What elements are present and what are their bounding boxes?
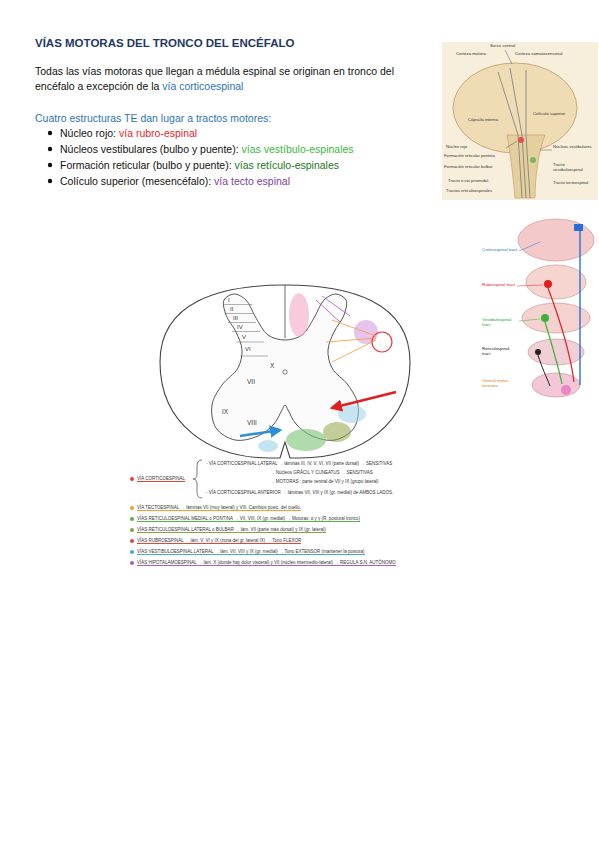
lamina-number: VI (245, 346, 251, 353)
legend-item: VÍAS HIPOTALAMOESPINAL → lám. X (donde h… (130, 560, 396, 566)
page-title: VÍAS MOTORAS DEL TRONCO DEL ENCÉFALO (35, 37, 294, 50)
legend-text: VÍA CORTICOESPINAL (137, 476, 185, 482)
lamina-number: I (228, 297, 230, 304)
figure-label: Surco central (490, 44, 515, 49)
body-text: Núcleo rojo: (60, 127, 116, 139)
legend-text: VÍA TECTOESPINAL → láminas VII (muy late… (137, 505, 301, 511)
body-text: Colículo superior (mesencéfalo): (60, 175, 211, 187)
bullet (48, 163, 52, 167)
body-text: vías vestíbulo-espinales (242, 143, 354, 155)
legend-swatch (130, 550, 134, 554)
tract-label: Rubrospinal tract (482, 282, 516, 287)
lamina-number: II (230, 306, 233, 313)
text-line: Colículo superior (mesencéfalo):vía tect… (60, 174, 430, 189)
legend-text: VÍAS HIPOTALAMOESPINAL → lám. X (donde h… (137, 560, 396, 566)
tracts-figure (517, 219, 594, 397)
body-text: Cuatro estructuras TE dan lugar a tracto… (35, 112, 271, 124)
figure-label: Formación reticular pontina (444, 154, 495, 159)
figure-label: Tracto vestibuloespinal (553, 163, 595, 173)
body-text: vía corticoespinal (162, 80, 243, 92)
tract-label: Reticulospinal tract (482, 346, 518, 356)
legend-text: VÍAS RUBROESPINAL → lám. V, VI y IX (zon… (137, 538, 301, 544)
legend-swatch (130, 477, 134, 481)
text-line: Núcleo rojo:vía rubro-espinal (60, 126, 430, 141)
body-text: vía rubro-espinal (119, 127, 197, 139)
spinal-cord (160, 285, 410, 458)
body-text: Núcleos vestibulares (bulbo y puente): (60, 143, 239, 155)
legend-swatch (130, 517, 134, 521)
legend-text: VÍAS RETICULOESPINAL LATERAL o BULBAR → … (137, 527, 326, 533)
legend-item: VÍAS VESTIBULOESPINAL LATERAL → lám. VII… (130, 549, 365, 555)
note-line: → MOTORAS : parte ventral de VII y IX (g… (270, 479, 378, 484)
figure-label: Corteza somatosensorial (515, 52, 563, 57)
tract-label: Corticospinal tract (482, 247, 518, 252)
figure-label: Formación reticular bulbar (444, 165, 493, 170)
note-line: → Núcleos GRÁCIL Y CUNEATUS → SENSITIVAS (270, 470, 373, 475)
lamina-number: VIII (247, 419, 257, 426)
text-line: Formación reticular (bulbo y puente):vía… (60, 158, 430, 173)
lamina-number: III (233, 315, 238, 322)
lamina-number: V (242, 334, 246, 341)
text-line: Todas las vías motoras que llegan a médu… (35, 64, 425, 94)
legend-item: VÍA CORTICOESPINAL (130, 476, 185, 482)
body-text: vías retículo-espinales (235, 159, 339, 171)
brain-figure (442, 42, 598, 200)
bullet (48, 179, 52, 183)
note-line: - VÍA CORTICOESPINAL LATERAL → láminas I… (206, 461, 392, 466)
lamina-number: IV (237, 324, 243, 331)
figure-label: Tracto o vía piramidal (448, 179, 488, 184)
lamina-number: VII (247, 378, 255, 385)
tract-label: Vestibulospinal tract (482, 317, 518, 327)
figure-label: Cápsula interna (468, 118, 498, 123)
note-line: - VÍA CORTICOESPINAL ANTERIOR → láminas … (206, 490, 393, 495)
legend-swatch (130, 561, 134, 565)
legend-item: VÍAS RUBROESPINAL → lám. V, VI y IX (zon… (130, 538, 301, 544)
text-line: Núcleos vestibulares (bulbo y puente):ví… (60, 142, 430, 157)
legend-swatch (130, 528, 134, 532)
legend-item: VÍA TECTOESPINAL → láminas VII (muy late… (130, 505, 301, 511)
legend-text: VÍAS VESTIBULOESPINAL LATERAL → lám. VII… (137, 549, 365, 555)
lamina-number: IX (222, 408, 228, 415)
lamina-number: X (270, 362, 274, 369)
grey-matter (212, 294, 359, 440)
body-text: vía tecto espinal (214, 175, 290, 187)
figure-label: Tracto tectoespinal (553, 181, 595, 186)
body-text: Formación reticular (bulbo y puente): (60, 159, 232, 171)
legend-swatch (130, 539, 134, 543)
bullet (48, 147, 52, 151)
text-line: Cuatro estructuras TE dan lugar a tracto… (35, 111, 435, 126)
figure-label: Colículo superior (533, 112, 565, 117)
legend-item: VÍAS RETICULOESPINAL LATERAL o BULBAR → … (130, 527, 326, 533)
figure-label: Corteza motora (456, 52, 486, 57)
tract-label: Ventral motor neurons (482, 378, 518, 388)
legend-item: VÍAS RETICULOESPINAL MEDIAL o PONTINA → … (130, 516, 360, 522)
bracket (193, 460, 202, 498)
bullet (48, 131, 52, 135)
legend-text: VÍAS RETICULOESPINAL MEDIAL o PONTINA → … (137, 516, 360, 522)
figure-label: Núcleo rojo (446, 145, 467, 150)
figure-label: Núcleos vestibulares (553, 145, 595, 150)
legend-swatch (130, 506, 134, 510)
figure-label: Tractos reticuloespinales (446, 189, 492, 194)
